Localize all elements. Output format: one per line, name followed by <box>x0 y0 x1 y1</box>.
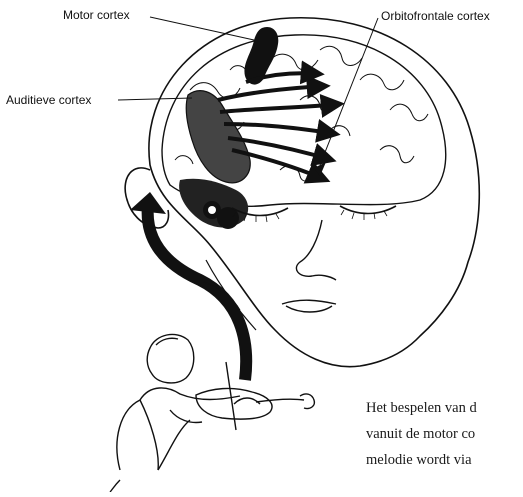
violinist <box>110 334 314 492</box>
auditory-pointer <box>118 98 192 100</box>
nose <box>296 220 336 280</box>
label-auditory-cortex: Auditieve cortex <box>6 93 91 107</box>
auditory-cortex-region <box>186 91 250 183</box>
right-eye <box>340 206 396 214</box>
caption-line-3: melodie wordt via <box>366 448 472 473</box>
label-motor-cortex: Motor cortex <box>63 8 130 22</box>
caption-line-2: vanuit de motor co <box>366 422 475 447</box>
mouth <box>282 300 336 312</box>
caption-line-1: Het bespelen van d <box>366 396 477 421</box>
label-orbitofrontal-cortex: Orbitofrontale cortex <box>381 9 490 23</box>
